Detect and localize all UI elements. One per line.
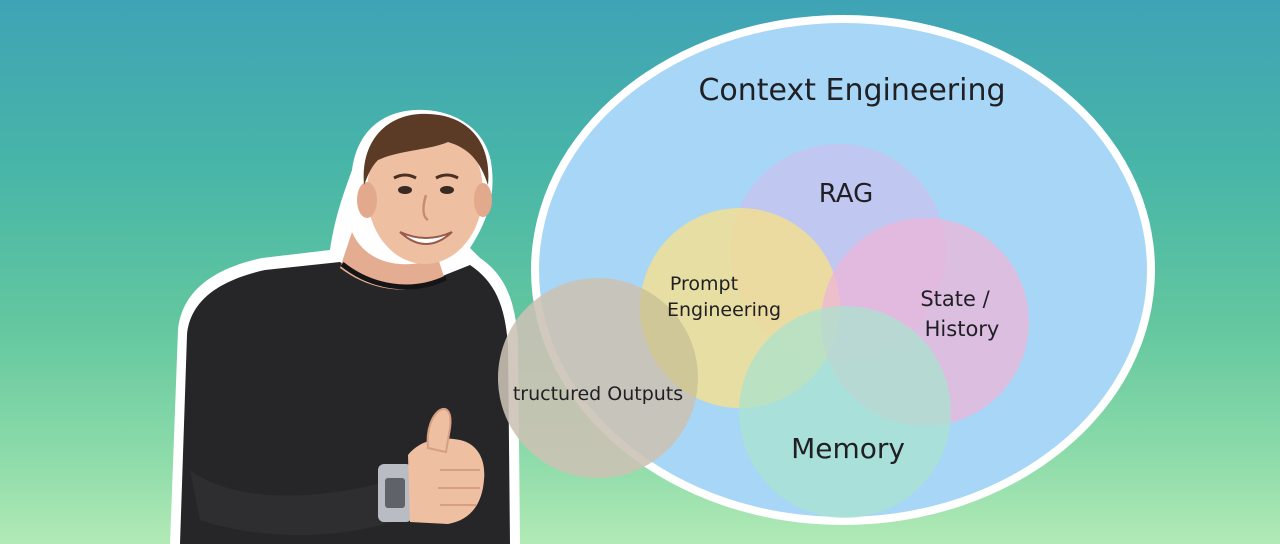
- label-rag: RAG: [819, 179, 874, 209]
- label-prompt-line2: Engineering: [667, 299, 781, 321]
- label-context-engineering: Context Engineering: [698, 73, 1005, 108]
- label-prompt-line1: Prompt: [670, 273, 738, 295]
- label-memory: Memory: [791, 432, 905, 465]
- label-state-line2: History: [925, 317, 1000, 341]
- circle-structured-overlap: [498, 278, 698, 478]
- circle-memory: [739, 306, 951, 518]
- label-state-line1: State /: [920, 287, 990, 311]
- label-structured-outputs: tructured Outputs: [513, 383, 683, 405]
